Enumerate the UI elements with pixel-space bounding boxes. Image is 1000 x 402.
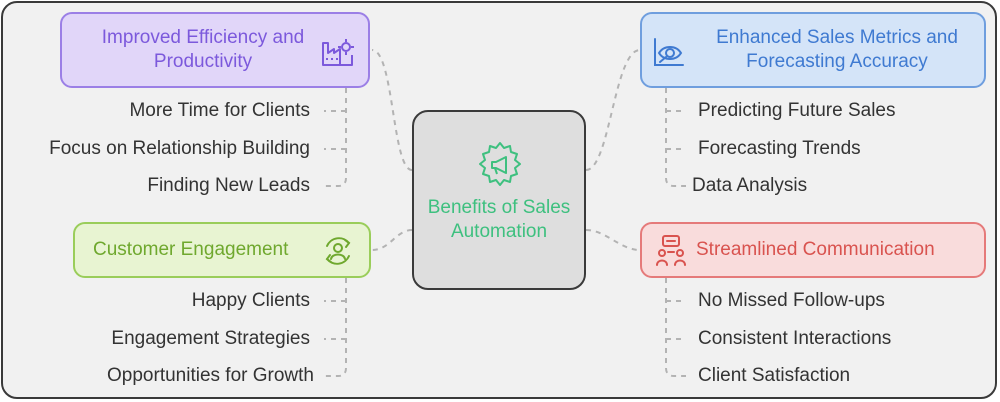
center-box: Benefits of Sales Automation xyxy=(412,110,586,290)
metrics-title: Enhanced Sales Metrics and Forecasting A… xyxy=(716,27,958,72)
connector-communication xyxy=(585,229,641,251)
factory-icon xyxy=(322,39,354,66)
gear-megaphone-icon xyxy=(479,142,521,186)
communication-item: Consistent Interactions xyxy=(698,328,892,349)
trunk-metrics xyxy=(665,88,686,187)
person-cycle-icon xyxy=(325,237,351,265)
trunk-engagement xyxy=(324,278,347,377)
efficiency-item: More Time for Clients xyxy=(129,100,310,121)
communication-item: No Missed Follow-ups xyxy=(698,290,885,311)
communication-item: Client Satisfaction xyxy=(698,365,851,386)
efficiency-item: Finding New Leads xyxy=(147,175,310,196)
chart-eye-icon xyxy=(654,38,684,66)
people-talking-icon xyxy=(656,235,686,266)
engagement-item: Happy Clients xyxy=(191,290,310,311)
communication-box: Streamlined Communication xyxy=(640,222,986,278)
engagement-item: Opportunities for Growth xyxy=(107,365,314,386)
trunk-communication xyxy=(665,278,686,377)
engagement-title: Customer Engagement xyxy=(93,239,289,260)
efficiency-title: Improved Efficiency and Productivity xyxy=(101,27,305,72)
metrics-item: Data Analysis xyxy=(692,175,808,196)
metrics-item: Forecasting Trends xyxy=(698,138,861,159)
connector-metrics xyxy=(585,49,641,171)
metrics-item: Predicting Future Sales xyxy=(698,100,896,121)
connector-engagement xyxy=(371,229,413,251)
engagement-item: Engagement Strategies xyxy=(111,328,310,349)
engagement-box: Customer Engagement xyxy=(73,222,371,278)
communication-title: Streamlined Communication xyxy=(696,239,935,260)
center-title: Benefits of Sales Automation xyxy=(427,197,571,242)
connector-efficiency xyxy=(371,49,413,171)
efficiency-box: Improved Efficiency and Productivity xyxy=(60,12,370,88)
efficiency-item: Focus on Relationship Building xyxy=(49,138,310,159)
metrics-box: Enhanced Sales Metrics and Forecasting A… xyxy=(640,12,986,88)
trunk-efficiency xyxy=(324,88,347,187)
